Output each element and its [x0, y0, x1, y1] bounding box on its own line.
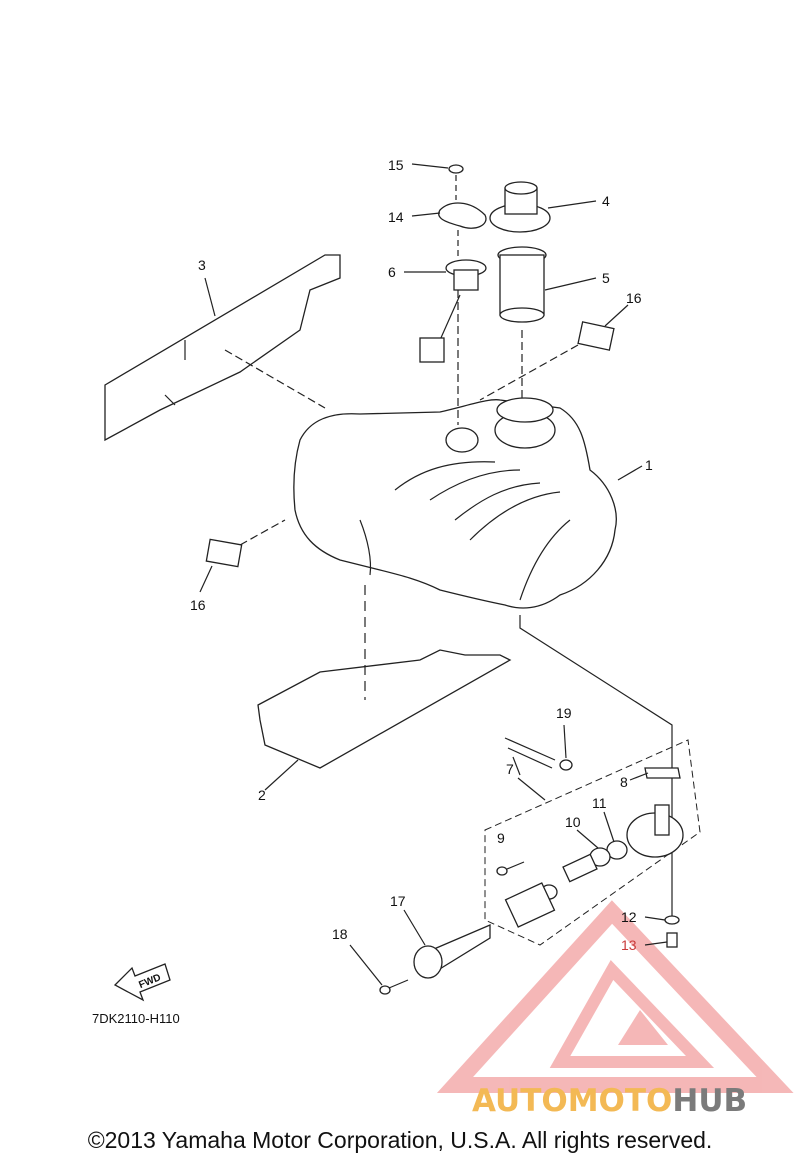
callout-19: 19: [556, 705, 572, 721]
fuel-cock-assembly-part-7: [484, 739, 701, 946]
screw-part-18: [349, 944, 409, 995]
callout-15: 15: [388, 157, 404, 173]
screw-part-9: [496, 861, 525, 876]
callout-13: 13: [621, 937, 637, 953]
callout-17: 17: [390, 893, 406, 909]
watermark-automoto: AUTOMOTO: [472, 1083, 672, 1119]
callout-2: 2: [258, 787, 266, 803]
fuel-tank-part-1: [293, 397, 673, 920]
lever-part-17: [403, 909, 491, 979]
hose-part-19: [504, 724, 573, 771]
callout-4: 4: [602, 193, 610, 209]
callout-3: 3: [198, 257, 206, 273]
callout-8: 8: [620, 774, 628, 790]
damper-part-16-upper: [479, 304, 629, 401]
strainer-part-5: [497, 246, 597, 398]
fwd-arrow-icon: FWD: [113, 963, 171, 1002]
washer-part-12: [644, 915, 680, 925]
panel-part-3: [104, 254, 341, 442]
callout-18: 18: [332, 926, 348, 942]
panel-part-2: [257, 649, 512, 791]
copyright-notice: ©2013 Yamaha Motor Corporation, U.S.A. A…: [87, 1127, 713, 1153]
callout-5: 5: [602, 270, 610, 286]
watermark-text: AUTOMOTOHUB: [472, 1083, 747, 1119]
washer-part-15: [411, 163, 464, 200]
damper-part-16-lower: [199, 519, 286, 593]
callout-11: 11: [592, 795, 607, 811]
gasket-part-14: [411, 202, 487, 258]
callout-6: 6: [388, 264, 396, 280]
callout-12: 12: [621, 909, 637, 925]
callout-14: 14: [388, 209, 404, 225]
callout-7: 7: [506, 761, 514, 777]
watermark-hub: HUB: [672, 1083, 747, 1119]
callout-16-upper: 16: [626, 290, 642, 306]
screw-part-13: [644, 932, 678, 948]
callout-10: 10: [565, 814, 581, 830]
cap-part-4: [489, 181, 597, 233]
diagram-code: 7DK2110-H110: [92, 1011, 180, 1026]
watermark-logo: [436, 900, 794, 1093]
callout-16-lower: 16: [190, 597, 206, 613]
callout-1: 1: [645, 457, 653, 473]
callout-9: 9: [497, 830, 505, 846]
sender-part-6: [404, 259, 487, 425]
